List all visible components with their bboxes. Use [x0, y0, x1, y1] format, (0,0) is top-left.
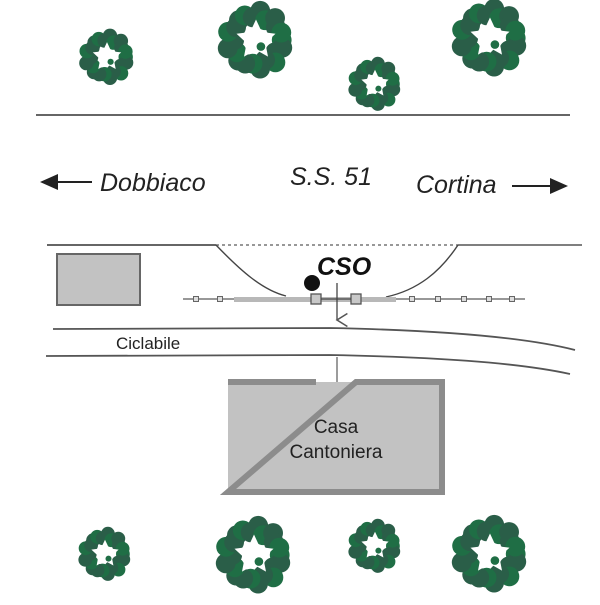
manhole-icon: [217, 296, 223, 302]
small-building: [56, 253, 141, 306]
manhole-icon: [509, 296, 515, 302]
tree-icon: [451, 0, 527, 77]
tree-icon: [451, 514, 527, 593]
manhole-icon: [486, 296, 492, 302]
label-building-line1: Casa: [314, 417, 359, 438]
tree-icon: [348, 518, 401, 573]
tree-icon: [78, 526, 131, 581]
layby-curve-right: [385, 244, 459, 298]
layby-curve-left: [215, 244, 287, 297]
manhole-icon: [435, 296, 441, 302]
bike-path-north-edge: [52, 327, 576, 351]
cso-point-icon: [304, 275, 320, 291]
tree-icon: [348, 56, 401, 111]
tree-icon: [217, 0, 293, 79]
tree-icon: [79, 28, 134, 86]
tree-icon: [215, 515, 291, 594]
bike-path-south-edge: [45, 354, 571, 375]
label-cortina: Cortina: [416, 171, 497, 199]
casa-cantoniera-building: Casa Cantoniera: [219, 379, 445, 495]
manhole-icon: [461, 296, 467, 302]
direction-cortina: Cortina: [416, 171, 568, 199]
label-road-name: S.S. 51: [290, 163, 372, 191]
label-dobbiaco: Dobbiaco: [100, 169, 206, 197]
direction-dobbiaco: Dobbiaco: [40, 169, 206, 197]
cso-chamber-left: [310, 293, 322, 305]
manhole-icon: [409, 296, 415, 302]
label-building-line2: Cantoniera: [290, 442, 383, 463]
cso-chamber-right: [350, 293, 362, 305]
trees-bottom: [78, 514, 527, 594]
label-cso: CSO: [317, 253, 372, 281]
trees-top: [79, 0, 527, 111]
label-bike-path: Ciclabile: [116, 334, 180, 353]
manhole-icon: [193, 296, 199, 302]
